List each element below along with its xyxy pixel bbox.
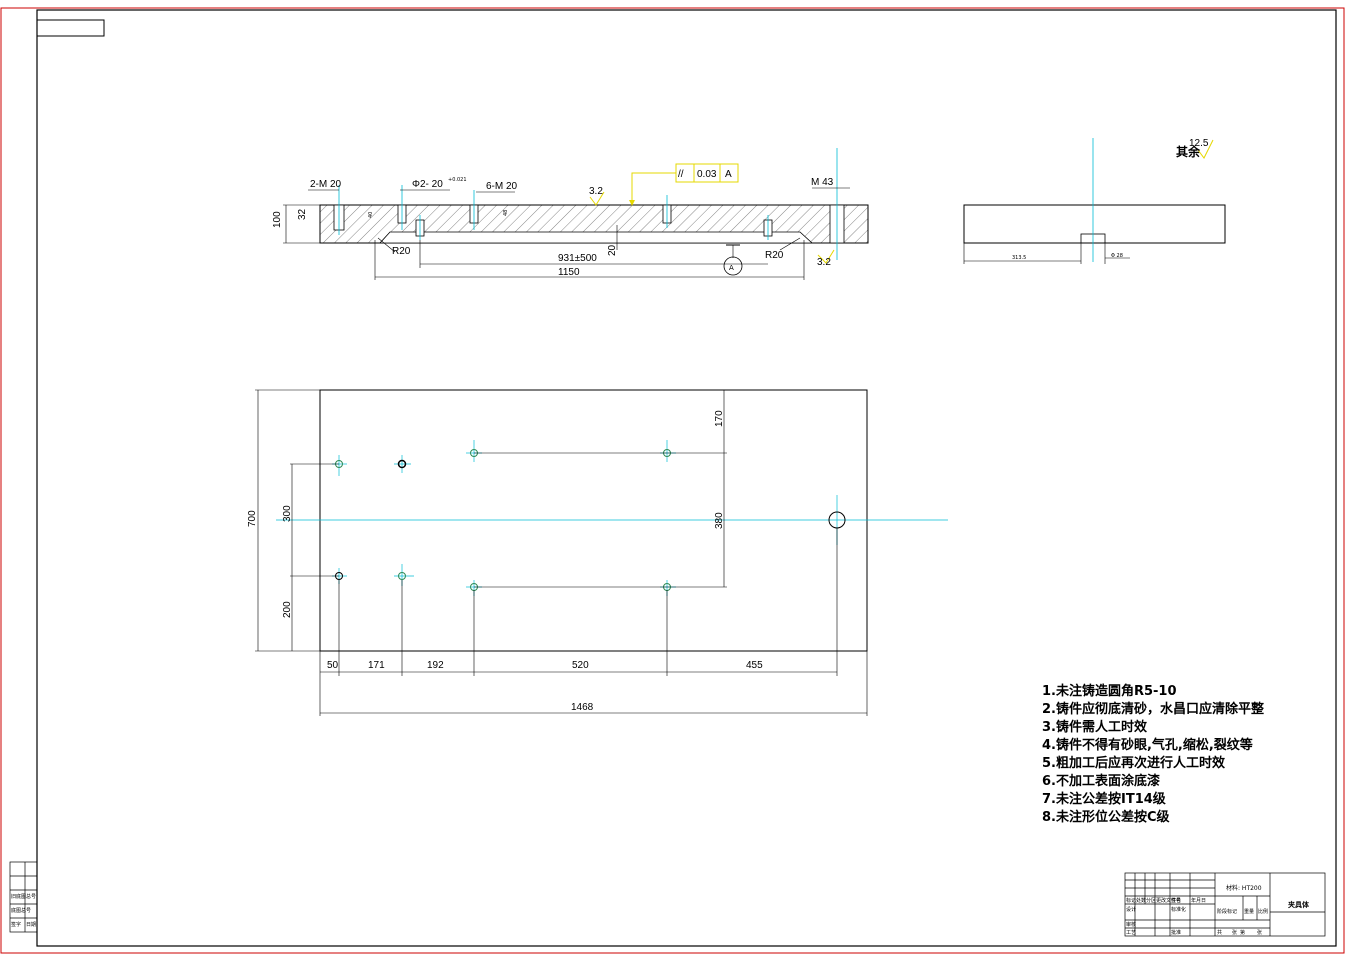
title-material: 材料: HT200 xyxy=(1226,884,1262,892)
roughness-symbol xyxy=(1197,139,1214,159)
plan-body xyxy=(319,389,868,652)
tb-total: 共 xyxy=(1217,929,1222,936)
tb-stage: 阶段标记 xyxy=(1217,908,1237,915)
dim-200: 200 xyxy=(282,601,293,618)
dim-100: 100 xyxy=(272,211,283,228)
callout-2m20: 2-M 20 xyxy=(310,179,342,190)
side-dim-left: 313.5 xyxy=(1012,255,1026,261)
hole xyxy=(398,572,406,580)
dim-32: 32 xyxy=(297,208,308,220)
dim-700: 700 xyxy=(247,510,258,527)
section-view: // 0.03 A 2-M 20 Φ2- 20 +0.021 6-M 20 M … xyxy=(272,148,869,280)
callout-m43: M 43 xyxy=(811,177,834,188)
dim-r20-left: R20 xyxy=(392,246,411,257)
datum-a-circle xyxy=(723,256,743,276)
tb-review: 审核 xyxy=(1126,921,1136,928)
roughness-12-5: 12.5 xyxy=(1189,138,1209,149)
tb-mark: 标记 xyxy=(1126,897,1136,904)
geometric-tolerance-frame: // 0.03 A xyxy=(675,163,739,183)
strip-date: 日期 xyxy=(26,922,36,928)
tb-weight: 重量 xyxy=(1244,908,1254,915)
tb-change-doc: 更改文件号 xyxy=(1156,897,1181,904)
tb-sheets: 张 xyxy=(1232,929,1237,936)
side-dim-right: Φ 28 xyxy=(1111,253,1123,259)
datum-a-label: A xyxy=(729,264,734,272)
roughness-other-label: 其余 xyxy=(1176,144,1201,159)
callout-6m20: 6-M 20 xyxy=(486,181,518,192)
dim-r20-right: R20 xyxy=(765,250,784,261)
dim-520: 520 xyxy=(572,660,589,671)
roughness-symbol xyxy=(817,249,835,264)
tb-standard: 标准化 xyxy=(1171,906,1186,913)
title-block xyxy=(1124,872,1326,937)
dim-40: 40 xyxy=(368,212,374,218)
note-2: 2.铸件应彻底清砂，水昌口应清除平整 xyxy=(1042,701,1265,717)
note-7: 7.未注公差按IT14级 xyxy=(1042,791,1167,807)
note-8: 8.未注形位公差按C级 xyxy=(1042,809,1171,825)
tb-date: 年月日 xyxy=(1191,897,1206,904)
dim-1150: 1150 xyxy=(558,267,580,278)
plan-view: 700 300 200 170 380 50 171 192 520 455 1… xyxy=(247,389,948,716)
tolerance-value: 0.03 xyxy=(697,169,717,180)
left-revision-strip xyxy=(9,861,38,933)
drawing-number-box xyxy=(36,19,105,37)
title-part-name: 夹具体 xyxy=(1288,900,1310,909)
dim-192: 192 xyxy=(427,660,444,671)
dim-170: 170 xyxy=(714,410,725,427)
side-view: 313.5 Φ 28 12.5 其余 xyxy=(963,138,1226,264)
note-1: 1.未注铸造圆角R5-10 xyxy=(1042,683,1177,699)
technical-notes: 1.未注铸造圆角R5-10 2.铸件应彻底清砂，水昌口应清除平整 3.铸件需人工… xyxy=(1042,683,1265,825)
tb-design: 设计 xyxy=(1126,906,1136,913)
note-4: 4.铸件不得有砂眼,气孔,缩松,裂纹等 xyxy=(1042,737,1253,753)
dim-50: 50 xyxy=(327,660,339,671)
tolerance-datum: A xyxy=(725,169,732,180)
tb-process: 工艺 xyxy=(1126,930,1136,936)
dim-171: 171 xyxy=(368,660,385,671)
tb-sheet: 张 xyxy=(1257,929,1262,936)
tb-scale: 比例 xyxy=(1258,908,1268,915)
dim-455: 455 xyxy=(746,660,763,671)
tolerance-symbol: // xyxy=(678,169,684,180)
strip-old-number: 旧底图总号 xyxy=(11,893,36,900)
note-3: 3.铸件需人工时效 xyxy=(1042,719,1148,735)
dim-300: 300 xyxy=(282,505,293,522)
roughness-3-2-b: 3.2 xyxy=(817,257,831,268)
strip-number: 底图总号 xyxy=(11,907,31,914)
dim-931: 931±500 xyxy=(558,253,597,264)
callout-bore-tol: +0.021 xyxy=(448,177,467,183)
strip-sign: 签字 xyxy=(11,921,21,928)
roughness-symbol xyxy=(589,191,605,206)
dim-20: 20 xyxy=(607,244,618,256)
side-body xyxy=(963,204,1226,244)
note-5: 5.粗加工后应再次进行人工时效 xyxy=(1042,755,1226,771)
tb-zone: 分区 xyxy=(1146,897,1156,904)
callout-bore: Φ2- 20 xyxy=(412,179,443,190)
outer-frame xyxy=(0,7,1345,954)
bottom-slot xyxy=(379,231,814,244)
note-6: 6.不加工表面涂底漆 xyxy=(1042,773,1160,789)
inner-frame xyxy=(36,9,1337,947)
dim-48: 48 xyxy=(503,210,509,216)
tb-sheet-no: 第 xyxy=(1240,929,1245,936)
dim-1468: 1468 xyxy=(571,702,594,713)
dim-380: 380 xyxy=(714,512,725,529)
tolerance-leader xyxy=(631,172,676,205)
tb-approve: 批准 xyxy=(1171,929,1181,936)
hole xyxy=(397,459,407,469)
tb-count: 处数 xyxy=(1136,897,1146,904)
tb-sign: 签名 xyxy=(1171,897,1181,904)
roughness-3-2-a: 3.2 xyxy=(589,186,603,197)
